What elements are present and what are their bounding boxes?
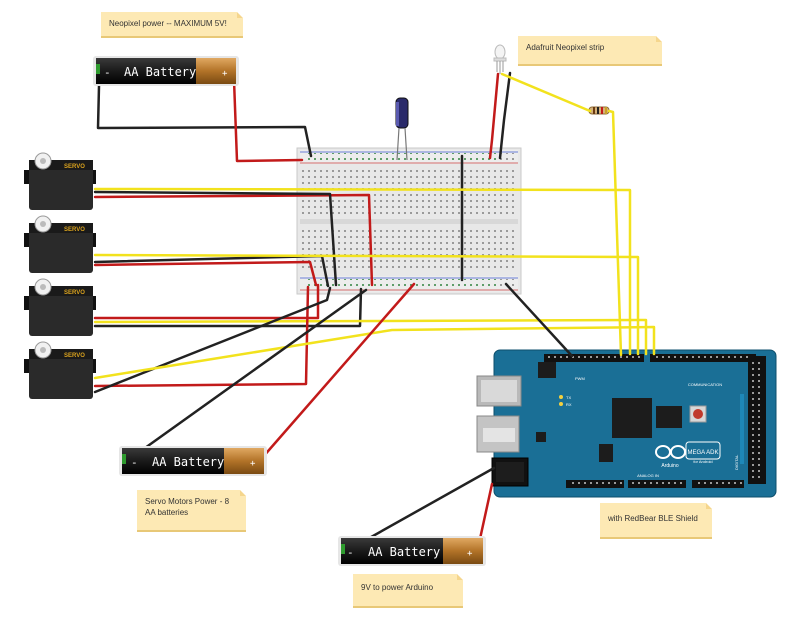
servo-motor-1 [24,152,96,210]
battery-neopixel [93,56,239,86]
servo-3-label: SERVO [64,290,85,296]
wire-neopixel-battery-neg [96,84,313,158]
note-shield: with RedBear BLE Shield [600,503,712,539]
neopixel-led [493,44,507,74]
servo-1-label: SERVO [64,164,85,170]
analog-in-label: ANALOG IN [637,473,659,478]
servo-motor-4 [24,341,96,399]
wires [93,71,656,552]
wire-breadboard-to-arduino-gnd [504,282,574,358]
battery-servo-plus: + [250,459,256,469]
wire-servo-battery-neg [129,288,368,460]
battery-arduino-minus: - [347,546,354,559]
arduino-logo-label: Arduino [661,463,678,469]
servo-motor-2 [24,215,96,273]
servo-4-label: SERVO [64,353,85,359]
battery-servo-minus: - [131,456,138,469]
battery-arduino-label: AA Battery [368,545,440,559]
note-shield-text: with RedBear BLE Shield [608,514,698,523]
wire-servo-2-gnd [93,254,330,288]
battery-arduino [338,536,486,566]
wire-servo-1-signal [93,187,632,356]
resistor [588,106,610,115]
wire-servo-4-pos [93,285,310,388]
rx-label: RX [566,402,572,407]
note-arduino-power-text: 9V to power Arduino [361,583,434,592]
wire-led-gnd [498,71,512,160]
pwm-label: PWM [575,376,585,381]
wire-resistor-data [607,109,623,357]
breadboard [296,147,522,295]
capacitor [395,97,409,161]
microcontroller-chip [612,398,652,438]
battery-servo-label: AA Battery [152,455,224,469]
note-neopixel-power: Neopixel power -- MAXIMUM 5V! [101,12,243,38]
wire-servo-3-gnd [93,287,363,328]
wire-servo-4-signal [93,325,656,380]
note-neopixel-power-text: Neopixel power -- MAXIMUM 5V! [109,19,227,28]
digital-label: DIGITAL [734,454,739,470]
battery-neopixel-label: AA Battery [124,65,196,79]
note-servo-power: Servo Motors Power - 8 AA batteries [137,490,246,532]
arduino-model-sub-label: for Android [693,459,712,464]
wire-servo-battery-pos [260,282,416,460]
wire-servo-2-signal [93,253,640,356]
battery-neopixel-plus: + [222,69,228,79]
note-servo-power-text: Servo Motors Power - 8 AA batteries [145,497,230,517]
battery-arduino-plus: + [467,549,473,559]
wire-servo-2-pos [93,260,318,287]
wire-led-data [500,72,592,113]
note-arduino-power: 9V to power Arduino [353,574,463,608]
note-neopixel-strip: Adafruit Neopixel strip [518,36,662,66]
servo-motor-3 [24,278,96,336]
wire-servo-3-pos [93,283,320,320]
servo-2-label: SERVO [64,227,85,233]
battery-servo [119,446,267,476]
battery-neopixel-minus: - [104,66,111,79]
wire-neopixel-battery-pos [232,78,304,163]
arduino-logo [655,441,721,460]
arduino-mega-adk [476,349,777,498]
tx-label: TX [566,395,571,400]
wire-led-vcc [488,72,500,160]
arduino-model-label: MEGA ADK [687,450,718,456]
wire-servo-4-gnd [93,286,332,394]
note-neopixel-strip-text: Adafruit Neopixel strip [526,43,605,52]
communication-label: COMMUNICATION [688,382,722,387]
wire-servo-3-signal [93,318,648,356]
